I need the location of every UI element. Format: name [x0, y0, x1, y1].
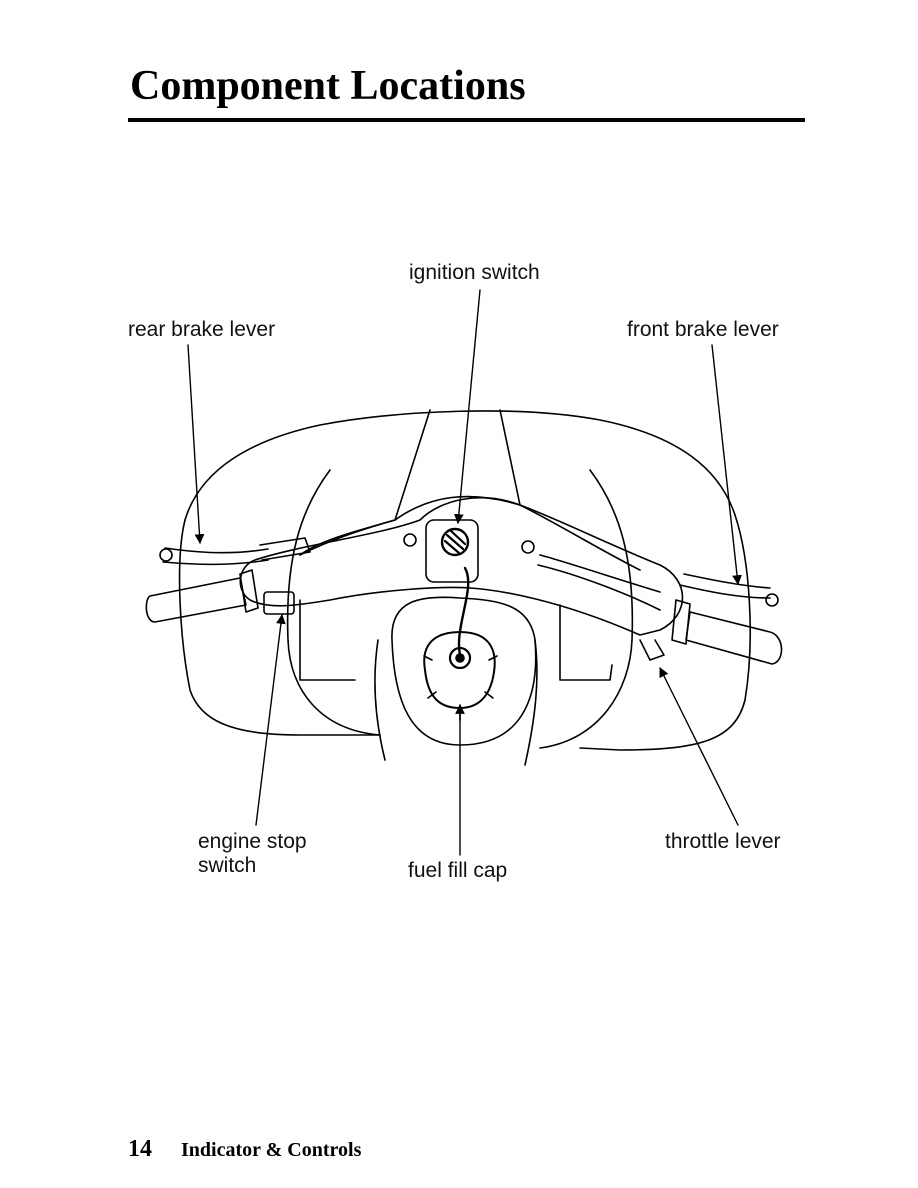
callout-fuel-fill-cap: fuel fill cap: [408, 859, 508, 882]
leader-throttle-lever: [659, 667, 739, 826]
callout-throttle-lever: throttle lever: [665, 830, 781, 853]
leader-front-brake-lever: [711, 344, 742, 585]
section-name: Indicator & Controls: [181, 1139, 362, 1161]
page-title: Component Locations: [130, 63, 526, 109]
callout-ignition-switch: ignition switch: [409, 261, 540, 284]
leader-ignition-switch: [453, 289, 481, 524]
left-grip-assembly: [145, 537, 311, 623]
right-grip-assembly: [639, 573, 783, 665]
leader-rear-brake-lever: [187, 344, 205, 544]
title-rule: [128, 118, 805, 122]
page-number: 14: [128, 1136, 152, 1162]
callout-rear-brake-lever: rear brake lever: [128, 318, 276, 341]
handlebar-cowl: [239, 409, 684, 657]
callout-engine-stop-switch: engine stop switch: [198, 830, 307, 878]
leader-engine-stop-switch: [255, 614, 286, 826]
callout-front-brake-lever: front brake lever: [627, 318, 779, 341]
callout-engine-stop-line2: switch: [198, 854, 257, 877]
callout-engine-stop-line1: engine stop: [198, 830, 307, 853]
scooter-body-outline: [178, 410, 752, 766]
fuel-cap: [391, 596, 537, 746]
